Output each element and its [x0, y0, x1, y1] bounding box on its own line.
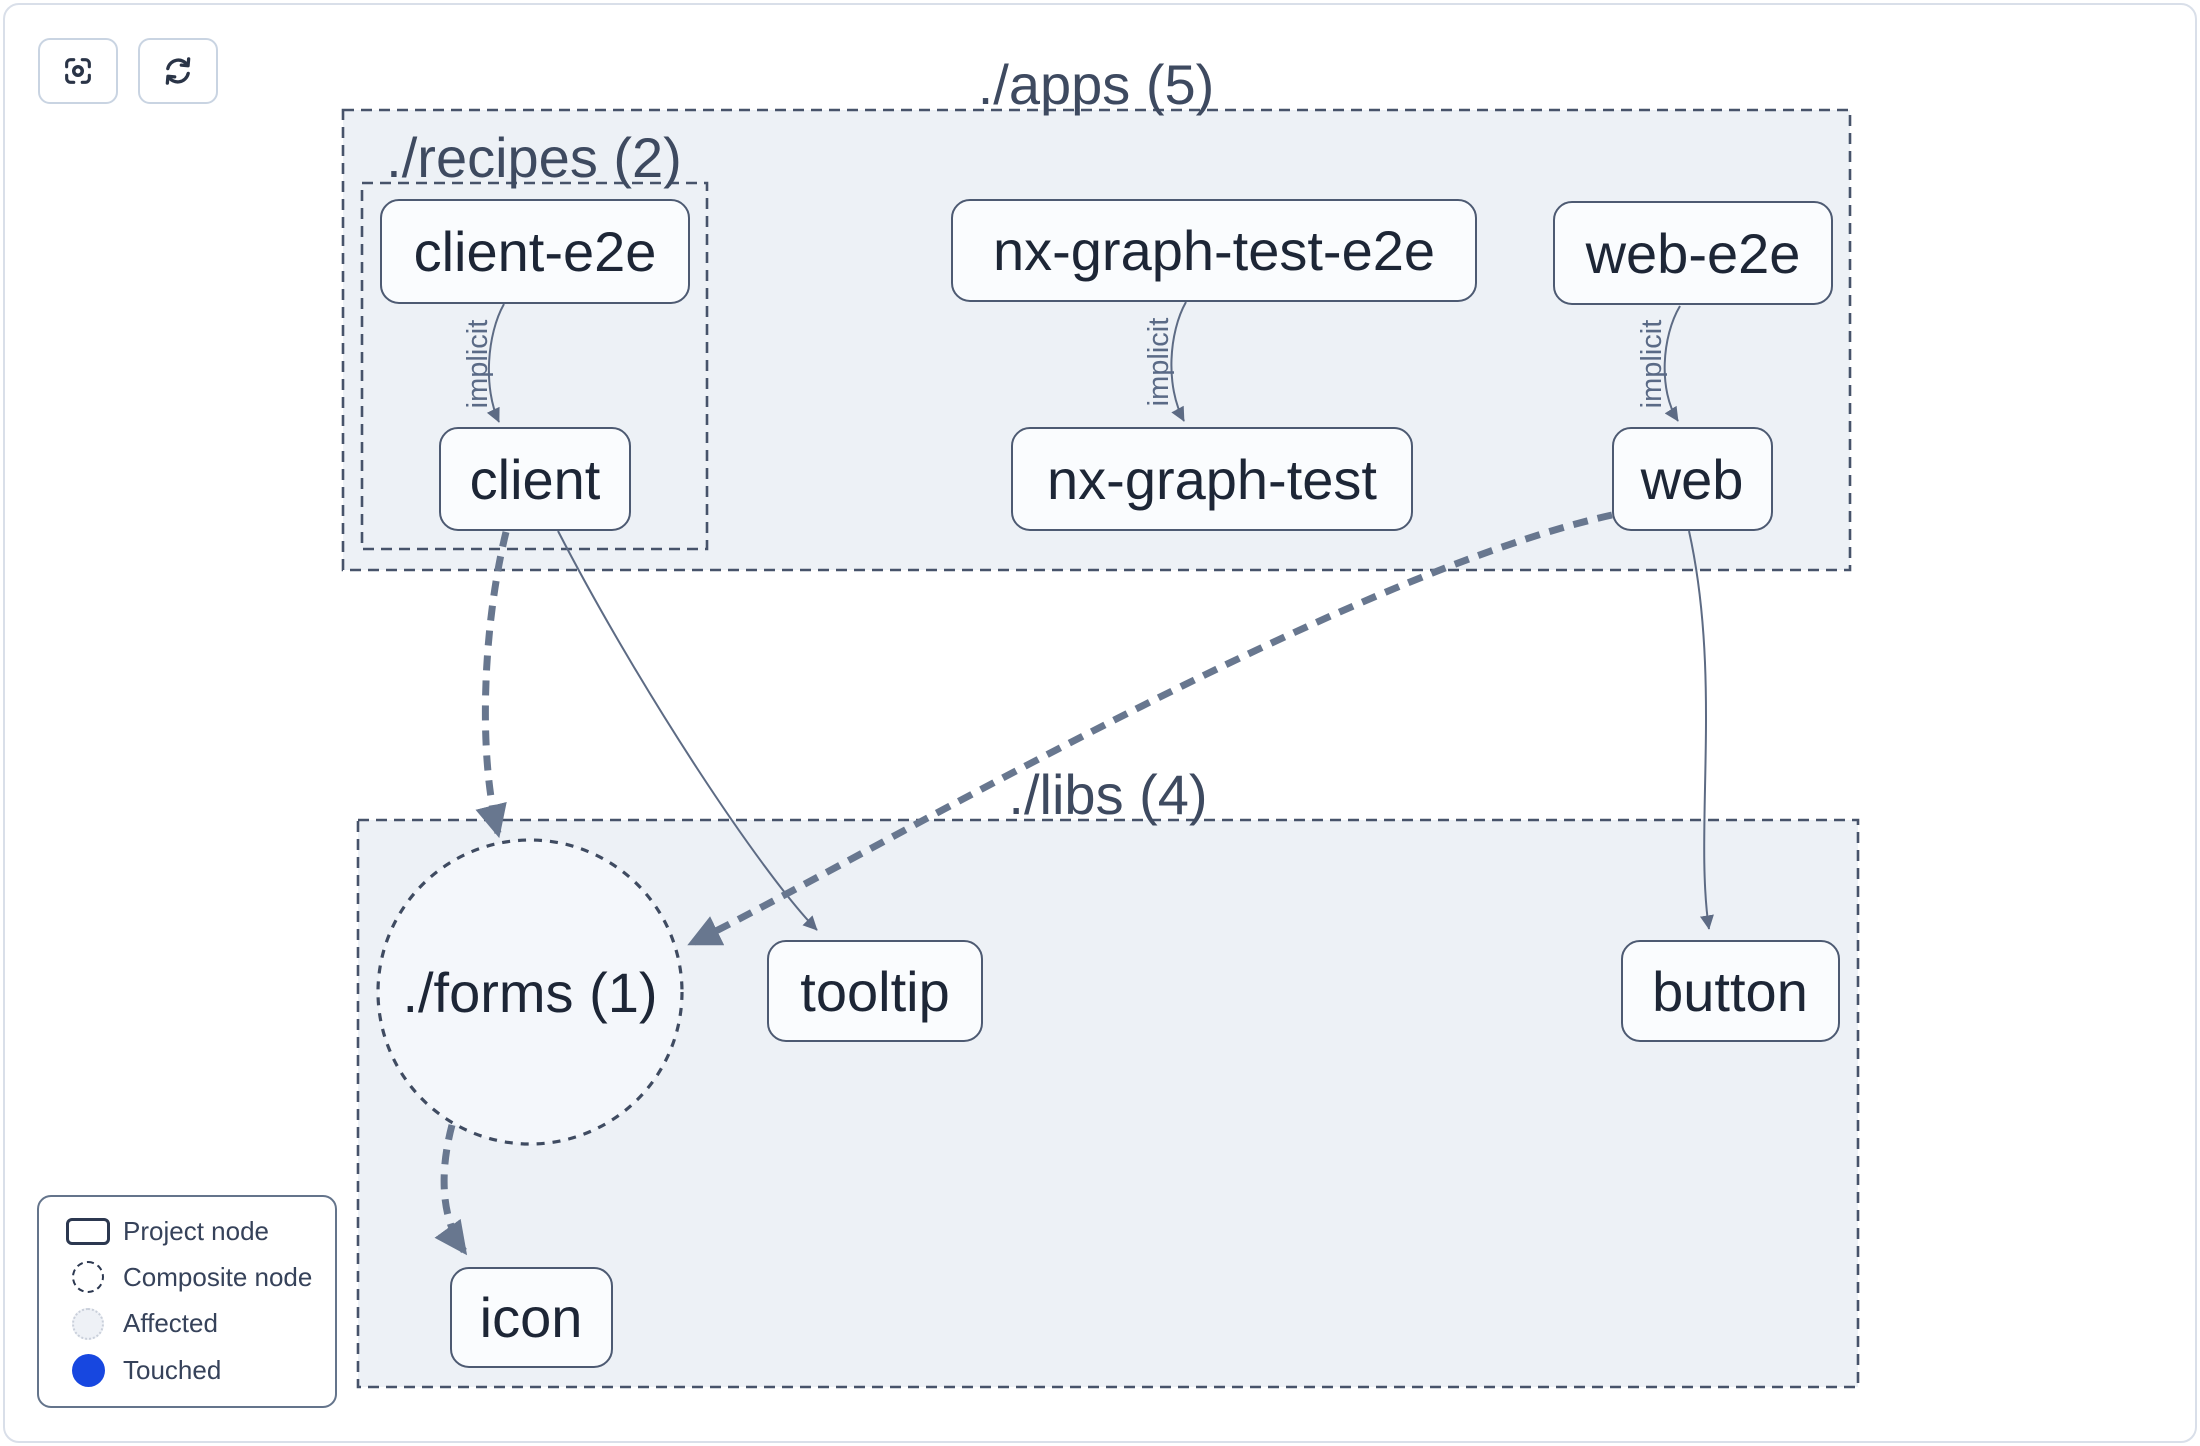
legend-panel: Project node Composite node Affected Tou… — [37, 1195, 337, 1408]
legend-item-affected: Affected — [39, 1307, 335, 1340]
edge-client-e2e-to-client[interactable] — [486, 303, 505, 423]
legend-label: Composite node — [123, 1261, 313, 1292]
project-node-nx-graph-test-e2e[interactable]: nx-graph-test-e2e — [951, 199, 1477, 302]
legend-label: Project node — [123, 1216, 269, 1247]
focus-scan-icon — [65, 58, 91, 84]
project-node-web[interactable]: web — [1612, 427, 1773, 531]
group-libs-label: ./libs (4) — [1008, 763, 1207, 826]
project-node-nx-graph-test[interactable]: nx-graph-test — [1011, 427, 1413, 531]
edge-label-implicit: implicit — [462, 320, 494, 409]
edge-web-to-button[interactable] — [1688, 530, 1714, 930]
edge-nx-graph-test-e2e-to-nx-graph-test[interactable] — [1170, 301, 1187, 422]
touched-swatch-icon — [53, 1353, 123, 1387]
group-recipes-label: ./recipes (2) — [386, 126, 682, 189]
svg-text:tooltip: tooltip — [800, 960, 949, 1023]
legend-item-composite-node: Composite node — [39, 1261, 335, 1294]
svg-text:client-e2e: client-e2e — [414, 220, 657, 283]
composite-node-forms-label: ./forms (1) — [402, 961, 657, 1024]
group-apps-label: ./apps (5) — [978, 53, 1215, 116]
project-node-button[interactable]: button — [1621, 940, 1840, 1042]
edge-web-e2e-to-web[interactable] — [1663, 305, 1681, 422]
svg-text:button: button — [1652, 960, 1808, 1023]
composite-node-forms[interactable] — [376, 838, 684, 1146]
project-node-web-e2e[interactable]: web-e2e — [1553, 201, 1833, 305]
edge-label-implicit: implicit — [1143, 318, 1175, 407]
project-node-icon[interactable]: icon — [450, 1267, 613, 1368]
edge-client-to-tooltip[interactable] — [557, 530, 818, 931]
focus-button[interactable] — [38, 38, 118, 104]
legend-label: Touched — [123, 1354, 222, 1385]
svg-text:nx-graph-test: nx-graph-test — [1047, 448, 1377, 511]
svg-text:web: web — [1640, 448, 1744, 511]
affected-swatch-icon — [53, 1307, 123, 1340]
project-node-client-e2e[interactable]: client-e2e — [380, 199, 690, 304]
toolbar — [38, 38, 218, 104]
composite-node-swatch-icon — [53, 1261, 123, 1294]
legend-item-touched: Touched — [39, 1353, 335, 1387]
svg-text:client: client — [470, 448, 601, 511]
project-node-tooltip[interactable]: tooltip — [767, 940, 983, 1042]
project-node-client[interactable]: client — [439, 427, 631, 531]
refresh-button[interactable] — [138, 38, 218, 104]
svg-text:icon: icon — [480, 1286, 583, 1349]
legend-label: Affected — [123, 1308, 218, 1339]
edge-web-to-forms[interactable] — [687, 511, 1613, 947]
project-node-swatch-icon — [53, 1218, 123, 1246]
svg-text:web-e2e: web-e2e — [1585, 222, 1801, 285]
refresh-icon — [165, 57, 191, 85]
edge-client-to-forms[interactable] — [475, 531, 510, 839]
svg-text:nx-graph-test-e2e: nx-graph-test-e2e — [993, 219, 1435, 282]
edge-label-implicit: implicit — [1636, 320, 1668, 409]
legend-item-project-node: Project node — [39, 1216, 335, 1247]
